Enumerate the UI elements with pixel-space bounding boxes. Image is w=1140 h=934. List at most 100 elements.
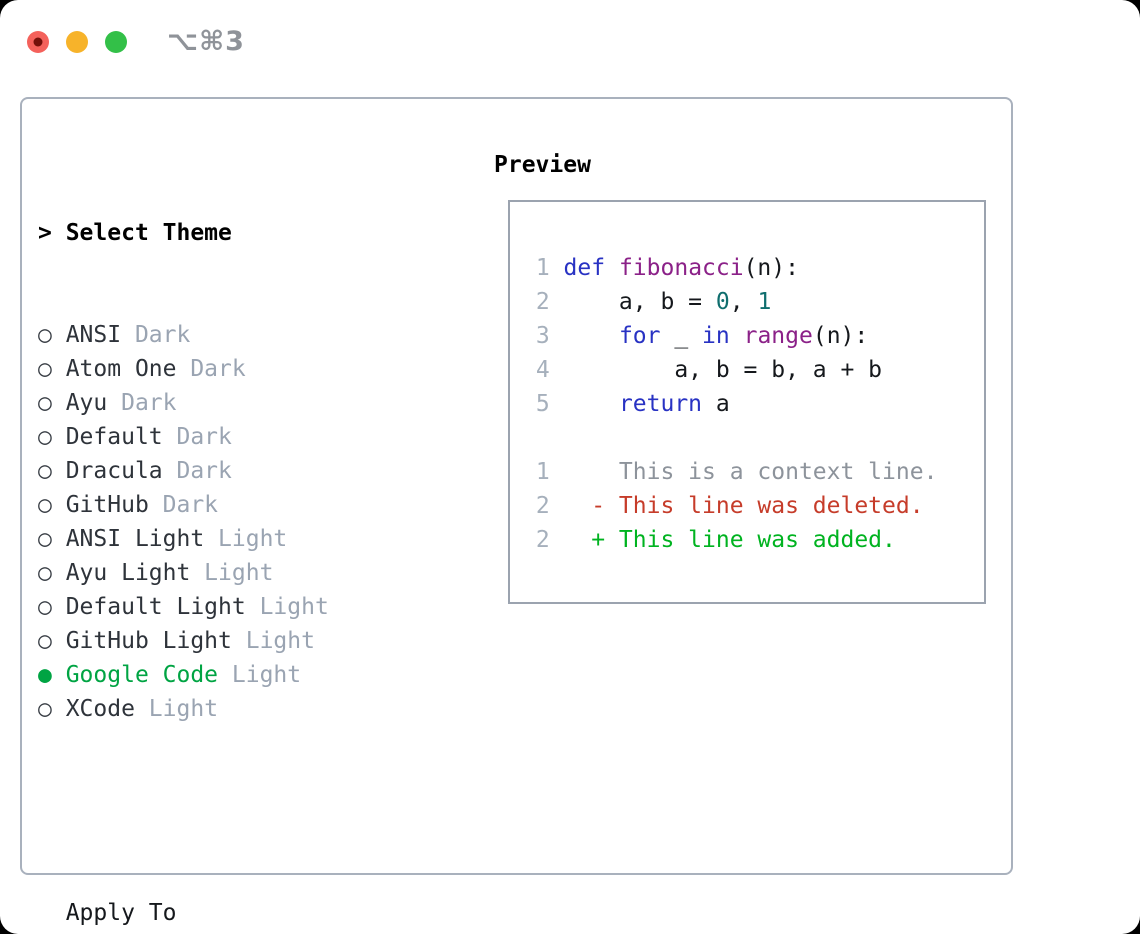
code-token: _: [660, 323, 703, 349]
theme-name: XCode: [65, 696, 135, 722]
code-token: [564, 391, 619, 417]
theme-option-atom-one[interactable]: ○ Atom One Dark: [38, 352, 426, 386]
theme-selector: > Select Theme ○ ANSI Dark○ Atom One Dar…: [38, 148, 426, 934]
line-number: 2: [535, 493, 550, 519]
select-theme-header: > Select Theme: [38, 216, 426, 250]
line-number: 1: [535, 459, 550, 485]
line-number: 2: [535, 289, 550, 315]
blank-line: [522, 421, 984, 455]
code-token: (n):: [743, 255, 799, 281]
radio-unselected-icon: ○: [38, 424, 66, 450]
theme-option-github[interactable]: ○ GitHub Dark: [38, 488, 426, 522]
spacer: [38, 794, 426, 828]
code-line: 4 a, b = b, a + b: [522, 353, 984, 387]
theme-option-github-light[interactable]: ○ GitHub Light Light: [38, 624, 426, 658]
theme-variant: Light: [231, 628, 315, 654]
code-token: def: [563, 255, 606, 281]
code-token: return: [618, 391, 703, 417]
radio-unselected-icon: ○: [38, 560, 66, 586]
radio-unselected-icon: ○: [38, 390, 66, 416]
diff-line-context: 1 This is a context line.: [522, 455, 984, 489]
code-token: ,: [729, 289, 758, 315]
line-number: 5: [535, 391, 550, 417]
theme-variant: Dark: [162, 424, 232, 450]
code-token: for: [618, 323, 661, 349]
theme-variant: Light: [218, 662, 302, 688]
code-token: (n):: [812, 323, 869, 349]
radio-unselected-icon: ○: [38, 356, 66, 382]
radio-unselected-icon: ○: [38, 526, 66, 552]
theme-name: Ayu Light: [65, 560, 191, 586]
code-token: a, b =: [563, 289, 716, 315]
theme-variant: Light: [190, 560, 274, 586]
theme-list: ○ ANSI Dark○ Atom One Dark○ Ayu Dark○ De…: [38, 318, 426, 726]
theme-option-xcode[interactable]: ○ XCode Light: [38, 692, 426, 726]
diff-text: + This line was added.: [563, 527, 896, 553]
radio-unselected-icon: ○: [38, 594, 66, 620]
radio-unselected-icon: ○: [38, 322, 66, 348]
line-number: 4: [535, 357, 550, 383]
minimize-button[interactable]: [66, 30, 88, 53]
code-token: range: [743, 323, 813, 349]
line-number: 2: [535, 527, 550, 553]
traffic-lights: [27, 30, 144, 53]
apply-to-header: Apply To: [38, 896, 426, 930]
code-line: 5 return a: [522, 387, 984, 421]
theme-name: Google Code: [65, 662, 219, 688]
code-token: 1: [757, 289, 772, 315]
diff-text: - This line was deleted.: [563, 493, 924, 519]
close-button[interactable]: [27, 30, 49, 53]
radio-unselected-icon: ○: [38, 458, 66, 484]
theme-name: Dracula: [65, 458, 163, 484]
theme-variant: Light: [204, 526, 288, 552]
theme-option-ansi-light[interactable]: ○ ANSI Light Light: [38, 522, 426, 556]
theme-option-ayu[interactable]: ○ Ayu Dark: [38, 386, 426, 420]
theme-variant: Dark: [121, 322, 191, 348]
theme-variant: Light: [245, 594, 329, 620]
code-token: a, b = b, a + b: [563, 357, 883, 383]
theme-name: Default: [65, 424, 163, 450]
theme-name: Atom One: [65, 356, 177, 382]
preview-title: Preview: [494, 152, 591, 178]
theme-option-ansi[interactable]: ○ ANSI Dark: [38, 318, 426, 352]
code-token: [605, 255, 619, 281]
code-token: a: [702, 391, 730, 417]
theme-name: GitHub: [65, 492, 149, 518]
theme-name: ANSI: [65, 322, 122, 348]
code-line: 1 def fibonacci(n):: [522, 251, 984, 285]
close-dot-icon: [33, 37, 43, 46]
theme-option-default[interactable]: ○ Default Dark: [38, 420, 426, 454]
diff-text: This is a context line.: [563, 459, 938, 485]
theme-name: ANSI Light: [65, 526, 205, 552]
zoom-button[interactable]: [105, 30, 127, 53]
code-token: [564, 323, 619, 349]
code-line: 3 for _ in range(n):: [522, 319, 984, 353]
diff-line-deleted: 2 - This line was deleted.: [522, 489, 984, 523]
theme-variant: Dark: [107, 390, 177, 416]
theme-option-dracula[interactable]: ○ Dracula Dark: [38, 454, 426, 488]
code-token: in: [702, 323, 730, 349]
code-token: fibonacci: [618, 255, 744, 281]
theme-option-google-code[interactable]: ● Google Code Light: [38, 658, 426, 692]
theme-variant: Dark: [162, 458, 232, 484]
theme-name: Default Light: [65, 594, 246, 620]
focus-caret-icon: >: [38, 220, 66, 246]
line-number: 3: [535, 323, 550, 349]
titlebar: ⌥⌘3: [27, 26, 245, 57]
radio-unselected-icon: ○: [38, 696, 66, 722]
diff-line-added: 2 + This line was added.: [522, 523, 984, 557]
window-title: ⌥⌘3: [167, 26, 245, 57]
apply-to-title: Apply To: [65, 900, 177, 926]
radio-unselected-icon: ○: [38, 628, 66, 654]
theme-variant: Dark: [148, 492, 219, 518]
code-line: 2 a, b = 0, 1: [522, 285, 984, 319]
theme-variant: Dark: [176, 356, 246, 382]
radio-selected-icon: ●: [38, 662, 66, 688]
theme-option-ayu-light[interactable]: ○ Ayu Light Light: [38, 556, 426, 590]
theme-variant: Light: [134, 696, 219, 722]
theme-option-default-light[interactable]: ○ Default Light Light: [38, 590, 426, 624]
theme-name: Ayu: [65, 390, 108, 416]
code-token: [730, 323, 744, 349]
